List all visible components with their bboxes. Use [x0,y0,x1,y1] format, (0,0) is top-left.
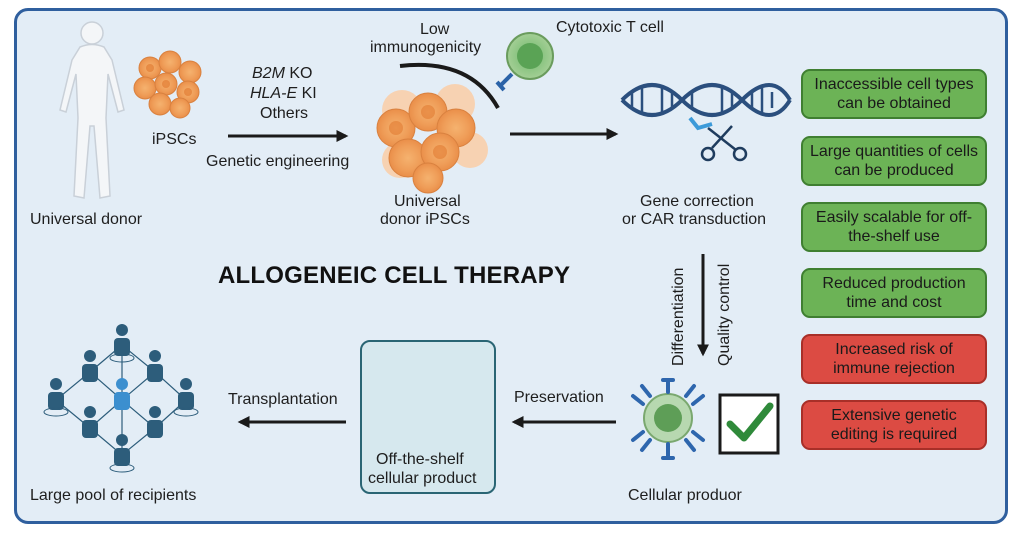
low-immunogenicity-line1: Low [420,21,450,38]
advantage-item: Inaccessible cell types can be obtained [801,69,987,119]
ipscs-label: iPSCs [152,131,197,148]
advantage-item: Reduced production time and cost [801,268,987,318]
offshelf-line2: cellular product [368,470,477,487]
quality-check-icon [718,393,780,455]
recipients-label: Large pool of recipients [30,487,197,504]
hlae-gene: HLA-E [250,85,298,102]
universal-ipsc-line1: Universal [394,193,461,210]
genetic-engineering-label: Genetic engineering [206,153,350,170]
offshelf-line1: Off-the-shelf [376,451,464,468]
cytotoxic-t-cell-label: Cytotoxic T cell [556,19,664,36]
car-cell-icon [631,378,705,460]
diagram-title: ALLOGENEIC CELL THERAPY [218,262,571,289]
hlae-ki-label: HLA-E KI [250,84,317,104]
disadvantage-item: Extensive genetic editing is required [801,400,987,450]
universal-ipsc-line2: donor iPSCs [380,211,470,228]
ipsc-cluster-icon [133,50,202,119]
ki-text: KI [297,85,317,102]
advantage-item: Easily scalable for off-the-shelf use [801,202,987,252]
quality-control-label: Quality control [716,263,733,366]
disadvantage-item: Increased risk of immune rejection [801,334,987,384]
human-donor-icon [59,21,125,199]
others-label: Others [260,105,309,122]
recipient-network-icon [43,324,199,473]
b2m-gene: B2M [252,65,285,82]
transplantation-label: Transplantation [228,391,338,408]
universal-ipsc-cluster-icon [376,84,488,194]
advantage-item: Large quantities of cells can be produce… [801,136,987,186]
ko-text: KO [284,65,313,82]
cytotoxic-t-cell-icon [495,32,554,92]
gene-correction-line2: or CAR transduction [622,211,767,228]
scissors-icon [700,125,748,162]
immune-shield-arc [399,63,500,109]
universal-donor-label: Universal donor [30,211,143,228]
differentiation-label: Differentiation [670,267,687,366]
gene-correction-line1: Gene correction [640,193,754,210]
offshelf-product-box [360,340,496,494]
dna-helix-icon [620,83,792,131]
cellular-producer-label: Cellular produor [628,487,742,504]
b2m-ko-label: B2M KO [252,64,312,84]
preservation-label: Preservation [514,389,604,406]
low-immunogenicity-line2: immunogenicity [370,39,482,56]
